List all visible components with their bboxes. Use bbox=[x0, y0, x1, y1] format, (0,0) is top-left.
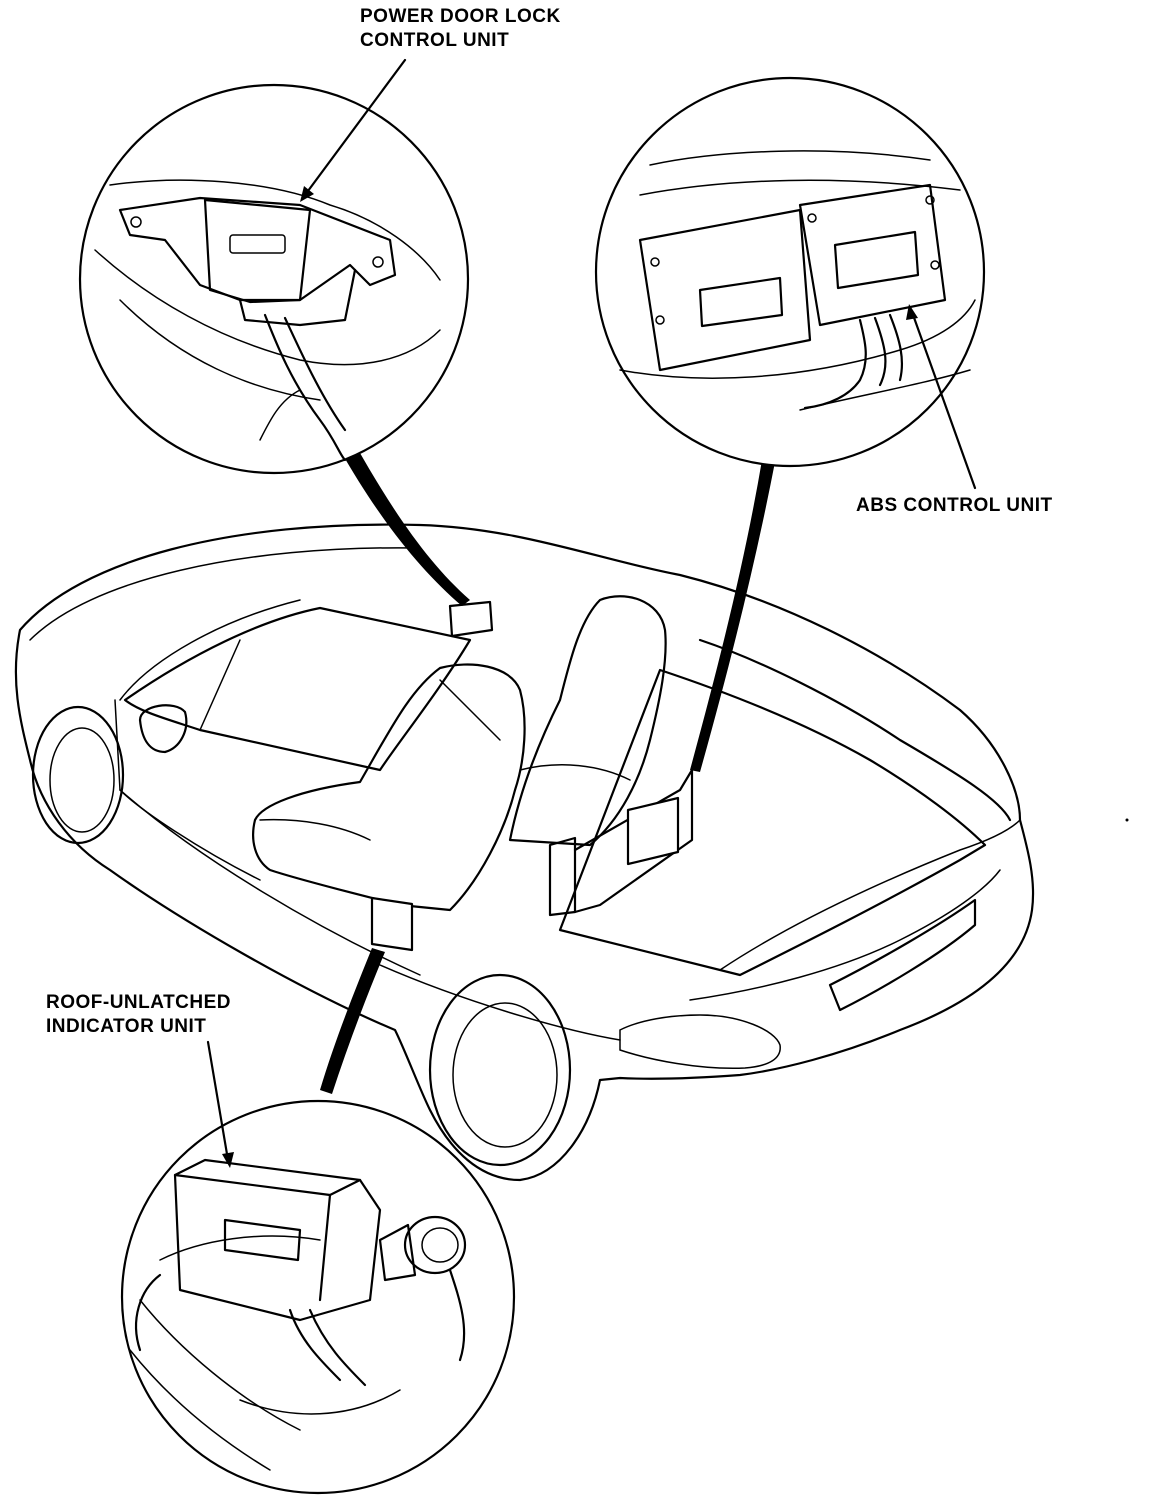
roof-unlatched-detail-circle bbox=[120, 1099, 516, 1495]
roof-unlatched-callout bbox=[120, 948, 516, 1495]
power-door-lock-control-unit-label: POWER DOOR LOCK CONTROL UNIT bbox=[360, 5, 561, 53]
label-line: INDICATOR UNIT bbox=[46, 1016, 207, 1037]
label-line: POWER DOOR LOCK bbox=[360, 6, 561, 27]
speck-mark bbox=[1125, 818, 1129, 822]
roof-unlatched-indicator-unit-label: ROOF-UNLATCHED INDICATOR UNIT bbox=[46, 991, 231, 1039]
car-illustration bbox=[14, 523, 1035, 1182]
power-door-lock-detail-circle bbox=[78, 83, 470, 475]
label-line: ROOF-UNLATCHED bbox=[46, 992, 232, 1013]
abs-control-unit-label: ABS CONTROL UNIT bbox=[856, 494, 1053, 518]
abs-callout bbox=[594, 76, 986, 772]
abs-detail-circle bbox=[594, 76, 986, 468]
label-line: ABS CONTROL UNIT bbox=[856, 495, 1053, 516]
label-line: CONTROL UNIT bbox=[360, 30, 510, 51]
power-door-lock-callout bbox=[78, 58, 470, 606]
